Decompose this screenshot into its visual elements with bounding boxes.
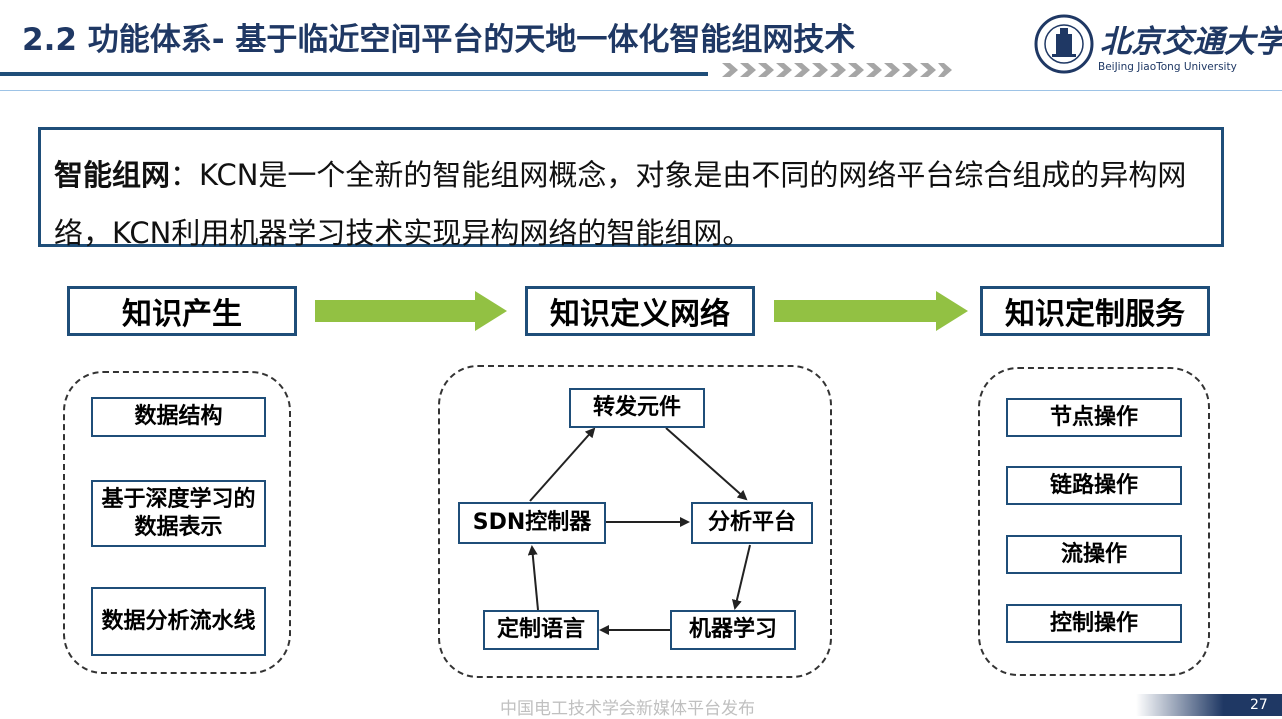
university-name-cn: 北京交通大学: [1100, 24, 1282, 60]
item-data-structure: 数据结构: [91, 397, 266, 437]
node-forwarding-element: 转发元件: [569, 388, 705, 428]
watermark-text: 中国电工技术学会新媒体平台发布: [500, 699, 755, 719]
footer-bar: [1136, 694, 1282, 716]
item-link-operation: 链路操作: [1006, 466, 1182, 505]
university-name-en: BeiJing JiaoTong University: [1098, 61, 1237, 73]
definition-text: 智能组网：KCN是一个全新的智能组网概念，对象是由不同的网络平台综合组成的异构网…: [54, 146, 1224, 262]
group-knowledge-defined-network: [438, 365, 832, 678]
definition-term: 智能组网: [54, 158, 171, 192]
arrow-analysis-to-ml: [731, 544, 751, 610]
arrow-forward-to-analysis: [665, 427, 748, 501]
node-analysis-platform: 分析平台: [691, 502, 813, 544]
group-knowledge-generation: [63, 371, 291, 674]
right-arrow-icon: [774, 291, 968, 331]
university-seal-icon: [1034, 14, 1094, 74]
arrow-language-to-sdn: [527, 545, 539, 611]
definition-body: ：KCN是一个全新的智能组网概念，对象是由不同的网络平台综合组成的异构网络，KC…: [54, 158, 1187, 250]
item-flow-operation: 流操作: [1006, 535, 1182, 574]
cycle-arrows: [527, 427, 751, 635]
node-machine-learning: 机器学习: [670, 610, 796, 650]
item-data-pipeline: 数据分析流水线: [91, 587, 266, 656]
stage-knowledge-custom-service: 知识定制服务: [980, 286, 1210, 336]
right-arrow-icon: [315, 291, 507, 331]
page-number: 27: [1250, 697, 1268, 713]
item-control-operation: 控制操作: [1006, 604, 1182, 643]
group-custom-service: [978, 367, 1210, 676]
header-divider: [0, 90, 1282, 91]
arrow-sdn-to-forward: [529, 427, 596, 502]
node-custom-language: 定制语言: [483, 610, 599, 650]
stage-knowledge-generation: 知识产生: [67, 286, 297, 336]
item-deep-learning-representation: 基于深度学习的数据表示: [91, 480, 266, 547]
item-node-operation: 节点操作: [1006, 398, 1182, 437]
chevron-decoration-icon: [722, 63, 952, 77]
slide-title: 2.2 功能体系- 基于临近空间平台的天地一体化智能组网技术: [22, 22, 856, 58]
definition-box: [38, 127, 1224, 247]
node-sdn-controller: SDN控制器: [458, 502, 606, 544]
stage-knowledge-defined-network: 知识定义网络: [525, 286, 755, 336]
title-underline: [0, 72, 708, 76]
